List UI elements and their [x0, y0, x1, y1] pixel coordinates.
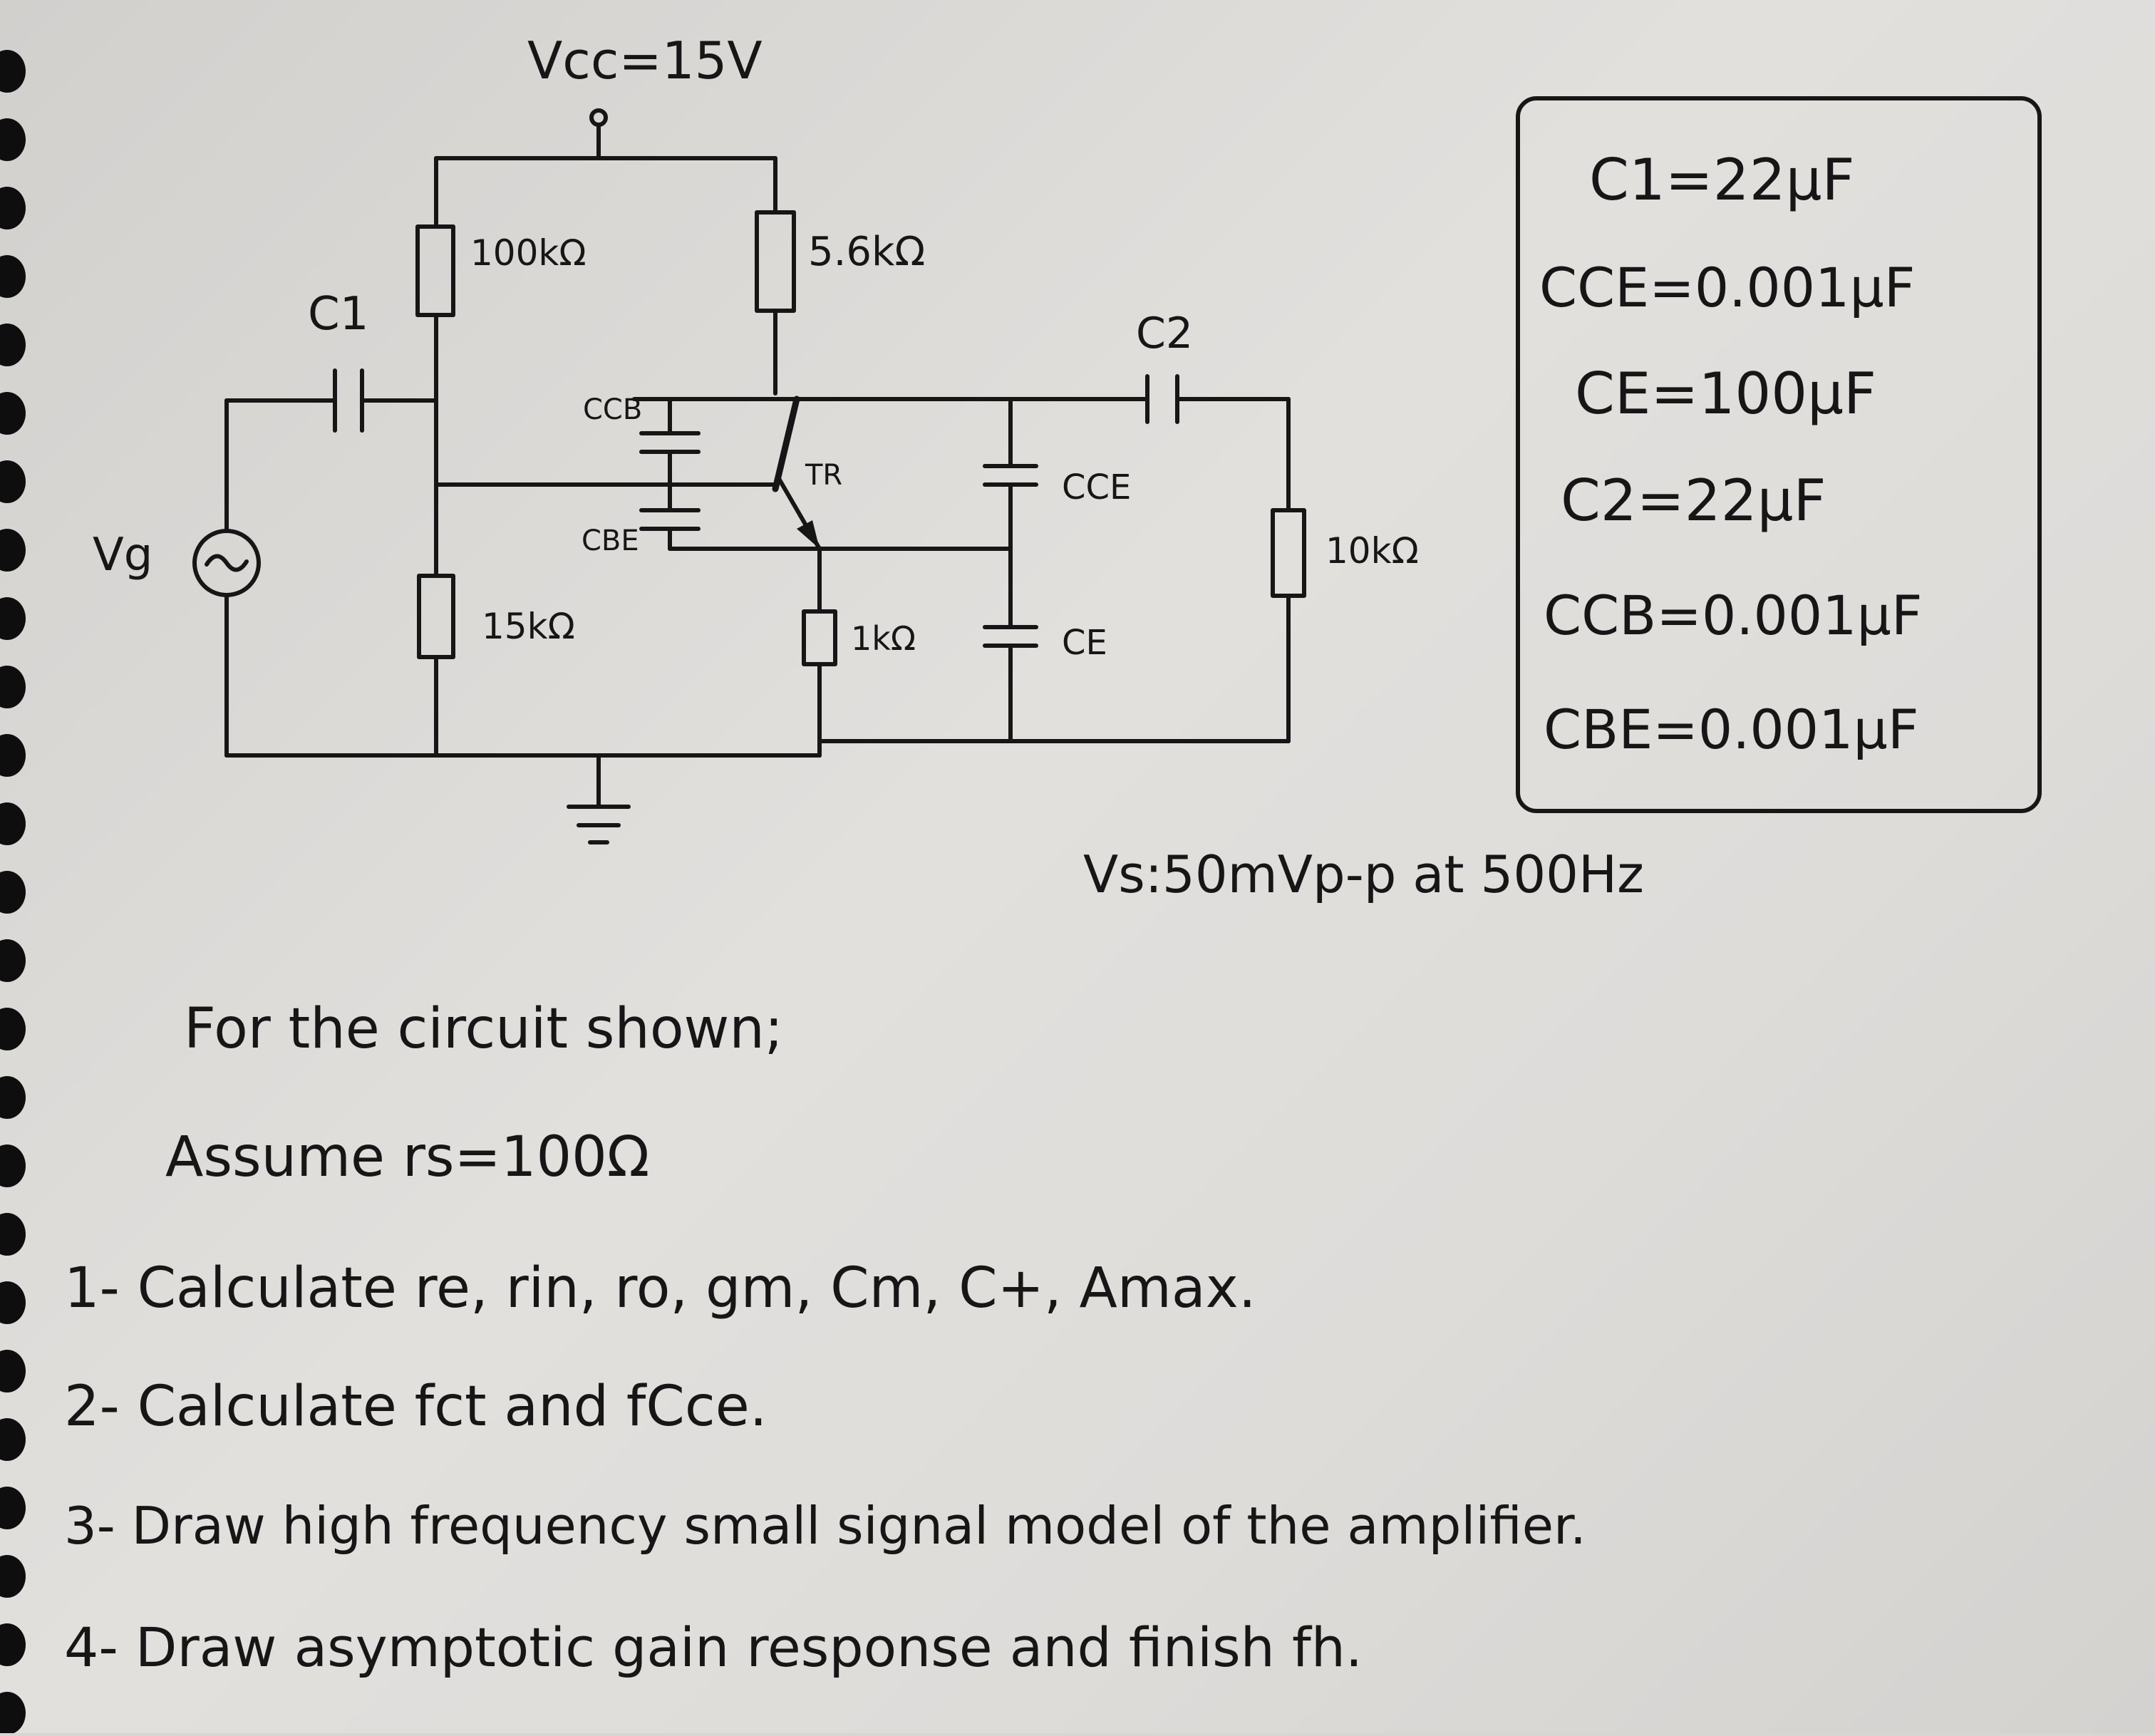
binding-hole [0, 1555, 26, 1598]
binding-hole [0, 118, 26, 161]
value-cce: CCE=0.001μF [1539, 256, 1915, 319]
r-load-label: 10kΩ [1325, 530, 1419, 572]
c-e-label: CE [1062, 623, 1107, 663]
question-3: 3- Draw high frequency small signal mode… [64, 1496, 1586, 1556]
binding-hole [0, 1487, 26, 1529]
r-bias-bottom-label: 15kΩ [482, 606, 575, 647]
binding-hole [0, 597, 26, 640]
binding-hole [0, 1623, 26, 1666]
source-symbol [192, 529, 261, 597]
value-ce: CE=100μF [1575, 361, 1876, 427]
r-collector-symbol [755, 210, 796, 313]
vcc-label: Vcc=15V [527, 31, 763, 91]
binding-hole [0, 871, 26, 914]
binding-hole [0, 802, 26, 845]
source-spec: Vs:50mVp-p at 500Hz [1083, 844, 1644, 904]
problem-assume: Assume rs=100Ω [165, 1125, 649, 1189]
component-values-box: C1=22μF CCE=0.001μF CE=100μF C2=22μF CCB… [1516, 96, 2042, 813]
binding-hole [0, 1418, 26, 1461]
circuit-wires [224, 108, 1291, 809]
problem-intro: For the circuit shown; [184, 997, 783, 1061]
question-2: 2- Calculate fct and fCce. [64, 1375, 768, 1439]
binding-hole [0, 1008, 26, 1050]
r-bias-bottom-symbol [417, 574, 455, 659]
c-e-symbol [983, 625, 1038, 648]
binding-hole [0, 666, 26, 708]
binding-hole [0, 50, 26, 93]
c-be-label: CBE [582, 525, 639, 557]
c2-label: C2 [1136, 309, 1193, 358]
binding-hole [0, 187, 26, 229]
c2-symbol [1145, 374, 1179, 424]
binding-holes [0, 50, 26, 1735]
r-load-symbol [1271, 508, 1306, 598]
binding-hole [0, 734, 26, 777]
r-bias-top-label: 100kΩ [470, 232, 586, 274]
c-ce-label: CCE [1062, 467, 1131, 507]
c-be-symbol [639, 508, 701, 531]
binding-hole [0, 939, 26, 982]
transistor-label: TR [805, 459, 842, 492]
binding-hole [0, 460, 26, 503]
value-c2: C2=22μF [1561, 467, 1826, 534]
question-4: 4- Draw asymptotic gain response and fin… [64, 1616, 1363, 1679]
c1-symbol [333, 368, 364, 433]
binding-hole [0, 1145, 26, 1187]
value-ccb: CCB=0.001μF [1544, 584, 1923, 647]
source-label: Vg [93, 529, 153, 582]
problem-statement: For the circuit shown; Assume rs=100Ω 1-… [64, 997, 1586, 1679]
r-collector-label: 5.6kΩ [808, 229, 925, 275]
binding-hole [0, 529, 26, 572]
ground-icon [567, 805, 631, 844]
binding-hole [0, 1076, 26, 1119]
r-emitter-label: 1kΩ [851, 619, 916, 658]
binding-hole [0, 1213, 26, 1256]
binding-hole [0, 1350, 26, 1393]
r-bias-top-symbol [415, 224, 455, 317]
c1-label: C1 [308, 288, 368, 341]
binding-hole [0, 1281, 26, 1324]
binding-hole [0, 1692, 26, 1735]
c-cb-label: CCB [583, 393, 642, 426]
c-ce-symbol [983, 464, 1038, 487]
binding-hole [0, 255, 26, 298]
binding-hole [0, 324, 26, 366]
value-cbe: CBE=0.001μF [1544, 698, 1919, 761]
c-cb-symbol [639, 431, 701, 454]
value-c1: C1=22μF [1589, 147, 1855, 213]
r-emitter-symbol [802, 609, 837, 666]
vcc-terminal [589, 108, 608, 127]
binding-hole [0, 392, 26, 435]
component-labels: Vcc=15V C1 100kΩ 5.6kΩ 15kΩ CCB CBE TR 1… [93, 31, 1419, 663]
transistor-symbol [772, 396, 822, 551]
question-1: 1- Calculate re, rin, ro, gm, Cm, C+, Am… [64, 1256, 1256, 1321]
